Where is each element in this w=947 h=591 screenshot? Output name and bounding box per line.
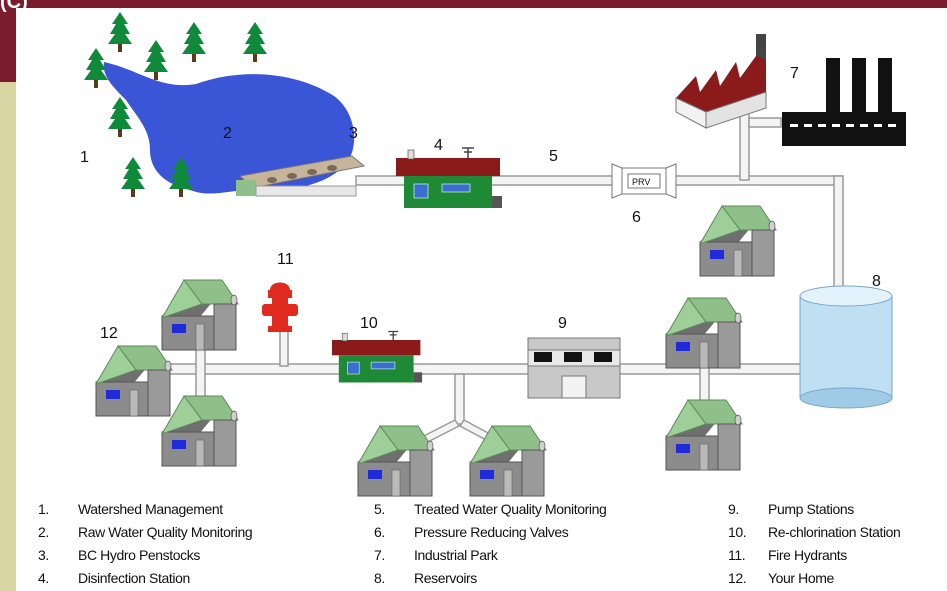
legend-number: 5.: [374, 501, 385, 517]
label-4: 4: [434, 137, 443, 154]
label-1: 1: [80, 149, 89, 166]
pressure-reducing-valve: [611, 163, 677, 199]
label-9: 9: [558, 315, 567, 332]
lake: [103, 62, 355, 194]
left-frame-tan: [0, 82, 16, 591]
legend-number: 10.: [728, 524, 747, 540]
legend-text: BC Hydro Penstocks: [78, 547, 200, 563]
label-12: 12: [100, 325, 118, 342]
label-2: 2: [223, 125, 232, 142]
legend-number: 9.: [728, 501, 739, 517]
legend-text: Fire Hydrants: [768, 547, 847, 563]
label-10: 10: [360, 315, 378, 332]
legend-text: Raw Water Quality Monitoring: [78, 524, 253, 540]
top-frame-bar: [0, 0, 947, 8]
reservoir: [799, 285, 893, 409]
label-3: 3: [349, 125, 358, 142]
penstock-dam: [236, 155, 366, 197]
legend-text: Treated Water Quality Monitoring: [414, 501, 607, 517]
industrial-park: [675, 34, 906, 146]
legend-text: Reservoirs: [414, 570, 477, 586]
label-6: 6: [632, 209, 641, 226]
label-7: 7: [790, 65, 799, 82]
legend-number: 4.: [38, 570, 49, 586]
legend-number: 8.: [374, 570, 385, 586]
fire-hydrant: [262, 282, 298, 332]
pump-station: [527, 337, 621, 399]
legend-text: Your Home: [768, 570, 834, 586]
prv-label: PRV: [632, 177, 650, 187]
legend-number: 11.: [728, 547, 746, 563]
legend-number: 12.: [728, 570, 747, 586]
water-system-diagram: PRV: [80, 12, 906, 497]
legend-text: Industrial Park: [414, 547, 498, 563]
left-frame-red: [0, 0, 16, 82]
label-8: 8: [872, 273, 881, 290]
legend-text: Re-chlorination Station: [768, 524, 901, 540]
legend-text: Watershed Management: [78, 501, 223, 517]
legend-text: Pump Stations: [768, 501, 854, 517]
legend-number: 3.: [38, 547, 49, 563]
corner-text: (C): [0, 0, 28, 13]
label-11: 11: [277, 251, 294, 268]
legend-number: 1.: [38, 501, 49, 517]
legend-text: Disinfection Station: [78, 570, 190, 586]
legend-number: 7.: [374, 547, 385, 563]
legend-text: Pressure Reducing Valves: [414, 524, 569, 540]
legend-number: 6.: [374, 524, 385, 540]
label-5: 5: [549, 148, 558, 165]
legend-number: 2.: [38, 524, 49, 540]
